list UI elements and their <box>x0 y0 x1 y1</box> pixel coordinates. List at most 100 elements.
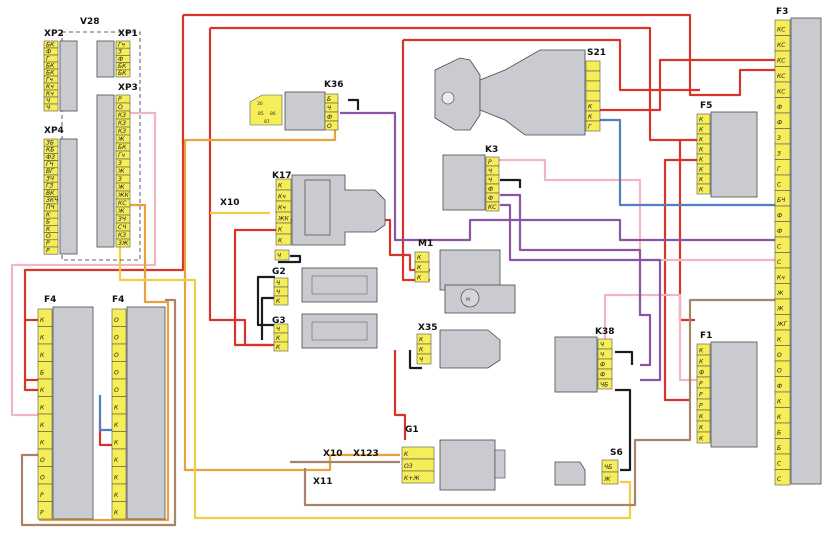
f4b-pin-label: О <box>114 387 119 394</box>
f3-pin-label: Г <box>777 166 781 173</box>
xp3-pin-label: Ж <box>117 208 125 215</box>
f3-pin-label: Ф <box>777 213 782 220</box>
label-k17: K17 <box>272 171 292 181</box>
x35-pin-cell <box>416 353 432 365</box>
xp1-pin-label: Гч <box>118 41 125 48</box>
relay-small: 30 85 86 87 <box>249 94 283 126</box>
wire-pink-k3 <box>498 158 775 262</box>
k17-switch <box>304 179 331 236</box>
f4b-pin-label: К <box>114 440 119 447</box>
f1-pin-label: Ф <box>699 369 704 376</box>
wire-yellow <box>118 210 632 520</box>
label-v28: V28 <box>80 17 100 27</box>
wire-black-g2 <box>256 275 275 327</box>
f3-pin-label: К <box>777 414 782 421</box>
label-g1: G1 <box>405 425 419 435</box>
wire-red-g1 <box>393 350 407 440</box>
label-x35: X35 <box>418 323 437 333</box>
xp2-pin-cell <box>43 103 59 112</box>
f3-pin-label: О <box>777 368 782 375</box>
k36-pin-cell <box>324 120 339 131</box>
f3-pin-label: Ж <box>776 306 784 313</box>
f4b-pin-label: О <box>114 352 119 359</box>
x35-connector: X35 ККЧ <box>416 323 501 369</box>
k3-pin-label: Ч <box>488 177 492 184</box>
g3-body <box>301 313 378 349</box>
wire-brown-x11 <box>303 298 775 507</box>
xp3-pin-label: КС <box>118 200 127 207</box>
f4a-pin-cell <box>37 501 53 520</box>
k38-body <box>554 336 598 393</box>
m1-solenoid <box>439 249 501 291</box>
label-s6: S6 <box>610 448 623 458</box>
wire-purple-k36 <box>340 111 775 242</box>
f3-pin-label: Б <box>777 445 781 452</box>
f3-body <box>790 17 822 485</box>
g2-heater: G2 ЧЧК <box>272 267 378 306</box>
xp3-pin-label: Ж <box>117 168 125 175</box>
wire-red-f3-left <box>700 68 775 97</box>
xp4-pin-label: ЗЧ <box>46 175 54 182</box>
f3-pin-label: Ф <box>777 104 782 111</box>
label-g2: G2 <box>272 267 286 277</box>
s21-key <box>434 57 481 131</box>
s21-ignition-switch: S21 ККГ <box>434 48 606 136</box>
f5-pin-label: К <box>699 177 704 184</box>
f3-pin-label: КС <box>777 27 786 34</box>
f3-pin-label: З <box>777 135 781 142</box>
f3-pin-label: О <box>777 352 782 359</box>
wire-black-g3 <box>260 296 275 340</box>
label-xp1: XP1 <box>118 29 138 39</box>
xp2-pin-label: БК <box>46 62 55 69</box>
f5-pin-label: К <box>699 127 704 134</box>
f4b-pin-label: К <box>114 475 119 482</box>
g3-pin-label: К <box>276 344 281 351</box>
x35-pin-label: Ч <box>419 357 423 364</box>
label-f4-left: F4 <box>44 295 56 305</box>
f3-pin-label: ЖГ <box>776 321 787 328</box>
k36-pin-label: Б <box>327 96 331 103</box>
wire-blue-f4 <box>98 395 112 432</box>
xp1-pin-cell <box>115 69 131 78</box>
xp3-pin-label: Гч <box>118 152 125 159</box>
f4a-pin-label: К <box>40 317 45 324</box>
xp3-body <box>96 94 115 248</box>
xp3-pin-label: З <box>118 176 122 183</box>
f3-pin-label: С <box>777 476 782 483</box>
f5-pin-label: К <box>699 147 704 154</box>
m1-motor-letter: M <box>466 297 470 303</box>
f5-pin-label: К <box>699 117 704 124</box>
xp1-pin-label: З <box>118 49 122 56</box>
xp2-pin-label: Ф <box>46 48 51 55</box>
xp3-pin-label: БК <box>118 144 127 151</box>
f5-pin-cell <box>696 183 711 195</box>
xp4-pin-label: ВГ <box>46 168 54 175</box>
f3-pin-label: КС <box>777 89 786 96</box>
k36-body <box>284 91 326 131</box>
xp3-pin-label: Ж <box>117 184 125 191</box>
wire-black-s6 <box>615 388 632 472</box>
k36-pin-label: О <box>327 123 332 130</box>
s6-sensor: S6 ЧБЖ <box>554 448 623 486</box>
f4b-pin-label: О <box>114 335 119 342</box>
xp3-pin-label: ЖК <box>117 192 129 199</box>
wire-red-f5-f1 <box>678 140 695 322</box>
s21-pin-label: К <box>588 104 593 111</box>
wire-black-k3 <box>500 178 522 188</box>
xp4-body <box>59 138 78 255</box>
wire-red-f3-kc <box>600 58 775 112</box>
label-f1: F1 <box>700 331 712 341</box>
k38-pin-label: Ф <box>600 372 605 379</box>
xp3-pin-label: КЗ <box>118 128 126 135</box>
s21-pin-cell <box>585 70 601 82</box>
wire-orange-k36 <box>183 128 400 472</box>
f1-pin-cell <box>696 431 711 444</box>
f3-pin-label: Ф <box>777 383 782 390</box>
